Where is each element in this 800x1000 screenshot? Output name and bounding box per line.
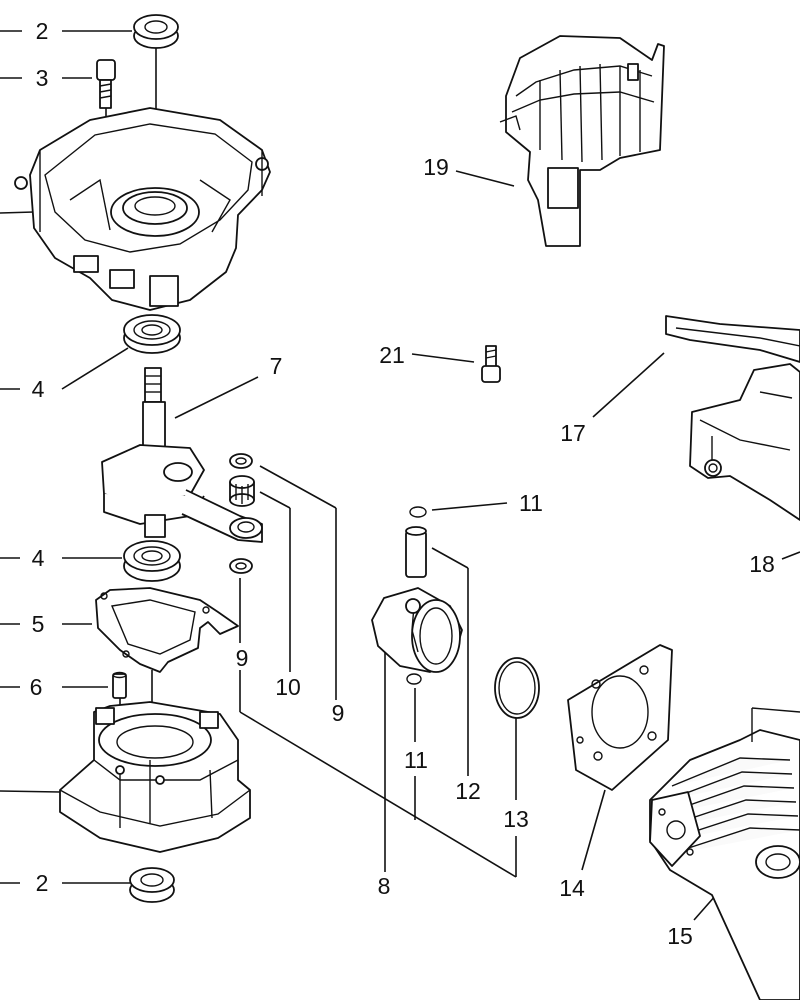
bolt-small bbox=[481, 345, 501, 383]
circlip-upper bbox=[409, 506, 427, 518]
callout-4-lower: 4 bbox=[32, 545, 45, 571]
seal-ring-top bbox=[133, 14, 179, 49]
thrust-washer-upper bbox=[229, 453, 253, 469]
callout-4-upper: 4 bbox=[32, 376, 45, 402]
callout-8: 8 bbox=[378, 873, 391, 899]
dowel-pin bbox=[112, 671, 127, 699]
callout-14: 14 bbox=[559, 875, 585, 901]
callout-17: 17 bbox=[560, 420, 586, 446]
callout-11-bottom: 11 bbox=[404, 747, 428, 773]
thrust-washer-lower bbox=[229, 558, 253, 574]
callout-9-right: 9 bbox=[332, 700, 345, 726]
callout-labels: 2 3 4 7 4 5 6 2 9 10 9 8 11 11 12 13 14 … bbox=[30, 18, 775, 949]
callout-2-top: 2 bbox=[36, 18, 49, 44]
callout-7: 7 bbox=[270, 353, 283, 379]
crankshaft bbox=[101, 367, 263, 543]
callout-2-bottom: 2 bbox=[36, 870, 49, 896]
callout-19: 19 bbox=[423, 154, 449, 180]
callout-18: 18 bbox=[749, 551, 775, 577]
callout-3: 3 bbox=[36, 65, 49, 91]
top-cover-strip bbox=[665, 315, 800, 363]
callout-15: 15 bbox=[667, 923, 693, 949]
cylinder bbox=[649, 707, 800, 1000]
cylinder-gasket bbox=[567, 644, 673, 791]
crankcase-gasket bbox=[95, 587, 239, 673]
screw-top-left bbox=[96, 59, 116, 109]
piston-ring bbox=[494, 657, 540, 719]
crankcase-lower bbox=[59, 701, 251, 853]
callout-13: 13 bbox=[503, 806, 529, 832]
piston-pin bbox=[405, 526, 427, 578]
cooling-shroud bbox=[499, 35, 665, 247]
piston bbox=[371, 587, 463, 673]
bearing-lower bbox=[123, 540, 181, 582]
callout-9-left: 9 bbox=[236, 645, 249, 671]
seal-ring-bottom bbox=[129, 867, 175, 903]
callout-6: 6 bbox=[30, 674, 43, 700]
callout-21: 21 bbox=[379, 342, 405, 368]
fan-housing bbox=[689, 363, 800, 521]
callout-11-top: 11 bbox=[519, 490, 543, 516]
callout-5: 5 bbox=[32, 611, 45, 637]
bearing-upper bbox=[123, 314, 181, 354]
crankcase-upper bbox=[14, 107, 271, 311]
callout-10: 10 bbox=[275, 674, 301, 700]
callout-12: 12 bbox=[455, 778, 481, 804]
circlip-lower bbox=[406, 673, 422, 685]
needle-bearing bbox=[229, 475, 255, 507]
